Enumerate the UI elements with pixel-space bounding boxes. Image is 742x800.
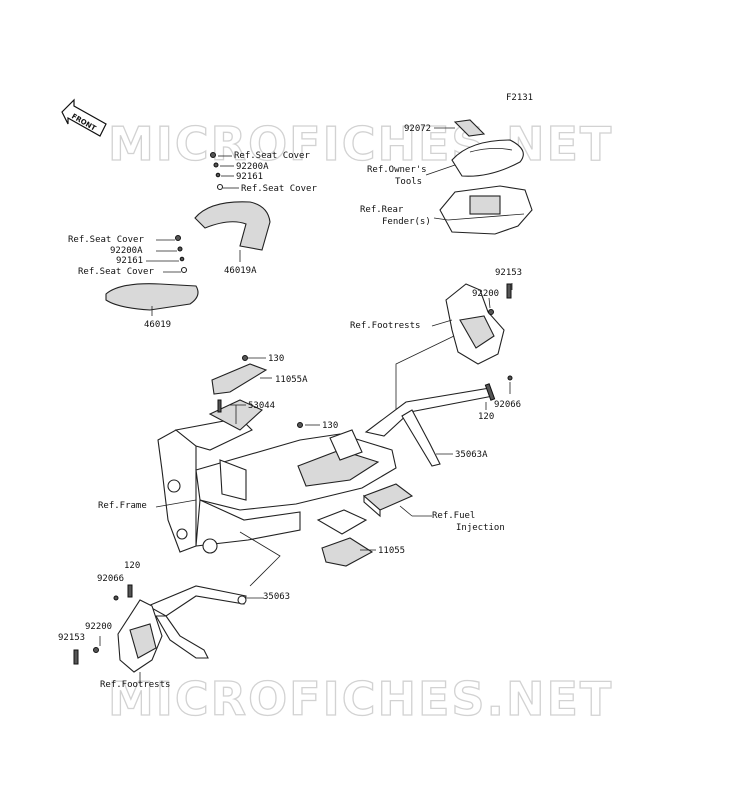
label-35063: 35063	[263, 592, 290, 602]
label-11055a: 11055A	[275, 375, 308, 385]
fuel-injection-ecu	[362, 483, 414, 518]
nut-icon	[507, 375, 513, 381]
label-ref-seat-cover-d: Ref.Seat Cover	[78, 267, 154, 277]
label-ref-seat-cover-a: Ref.Seat Cover	[234, 151, 310, 161]
label-ref-seat-cover-b: Ref.Seat Cover	[241, 184, 317, 194]
label-53044: 53044	[248, 401, 275, 411]
front-arrow-icon: FRONT	[61, 98, 107, 137]
watermark-bottom: MICROFICHES.NET	[108, 672, 613, 726]
grab-rail-46019[interactable]	[105, 283, 199, 311]
label-ref-rear-fender-2: Fender(s)	[382, 217, 431, 227]
label-92200a-b: 92200A	[110, 246, 143, 256]
washer-icon	[488, 309, 494, 315]
label-ref-seat-cover-c: Ref.Seat Cover	[68, 235, 144, 245]
grab-rail-46019a[interactable]	[194, 201, 271, 251]
label-92161-a: 92161	[236, 172, 263, 182]
label-120-left: 120	[124, 561, 140, 571]
label-35063a: 35063A	[455, 450, 488, 460]
label-ref-owners-tools-2: Tools	[395, 177, 422, 187]
label-92066-right: 92066	[494, 400, 521, 410]
damper-icon	[180, 266, 188, 274]
label-ref-fuel: Ref.Fuel	[432, 511, 475, 521]
washer-icon	[177, 246, 183, 252]
label-92066-left: 92066	[97, 574, 124, 584]
label-130-top: 130	[268, 354, 284, 364]
label-46019: 46019	[144, 320, 171, 330]
label-ref-fuel-2: Injection	[456, 523, 505, 533]
bolt-icon	[175, 235, 181, 241]
label-11055: 11055	[378, 546, 405, 556]
pin-icon	[217, 399, 222, 413]
label-ref-rear-fender: Ref.Rear	[360, 205, 404, 215]
bolt-icon	[506, 283, 512, 299]
figure-code: F2131	[506, 93, 533, 103]
bracket-11055[interactable]	[316, 509, 374, 567]
label-ref-footrests-left: Ref.Footrests	[100, 680, 170, 690]
label-92200-right: 92200	[472, 289, 499, 299]
bolt-icon	[484, 383, 496, 401]
bolt-icon	[210, 152, 216, 158]
washer-icon	[213, 162, 219, 168]
washer-icon	[93, 647, 99, 653]
label-92161-b: 92161	[116, 256, 143, 266]
nut-icon	[113, 595, 119, 601]
rear-fender-assembly	[439, 185, 533, 235]
bolt-icon	[297, 422, 303, 428]
bolt-icon	[242, 355, 248, 361]
label-92200a-a: 92200A	[236, 162, 269, 172]
label-46019a: 46019A	[224, 266, 257, 276]
collar-icon	[215, 172, 221, 178]
label-ref-footrests-right: Ref.Footrests	[350, 321, 420, 331]
rear-footrest-bracket-35063[interactable]	[146, 585, 247, 659]
label-ref-owners-tools: Ref.Owner's	[367, 165, 427, 175]
label-ref-frame: Ref.Frame	[98, 501, 147, 511]
tool-strap-92072[interactable]	[453, 119, 486, 137]
footrest-bracket-left	[117, 599, 163, 673]
label-92200-left: 92200	[85, 622, 112, 632]
bolt-icon	[127, 584, 133, 598]
label-120-right: 120	[478, 412, 494, 422]
frame	[157, 399, 397, 554]
footrest-bracket-right	[445, 283, 505, 365]
owners-tools-pouch	[451, 139, 524, 177]
collar-icon	[179, 256, 185, 262]
bolt-icon	[73, 649, 79, 665]
label-92072: 92072	[404, 124, 431, 134]
bracket-11055a[interactable]	[211, 363, 268, 395]
label-92153-right: 92153	[495, 268, 522, 278]
watermark-top: MICROFICHES.NET	[108, 117, 613, 171]
damper-icon	[216, 183, 224, 191]
label-92153-left: 92153	[58, 633, 85, 643]
label-130-mid: 130	[322, 421, 338, 431]
